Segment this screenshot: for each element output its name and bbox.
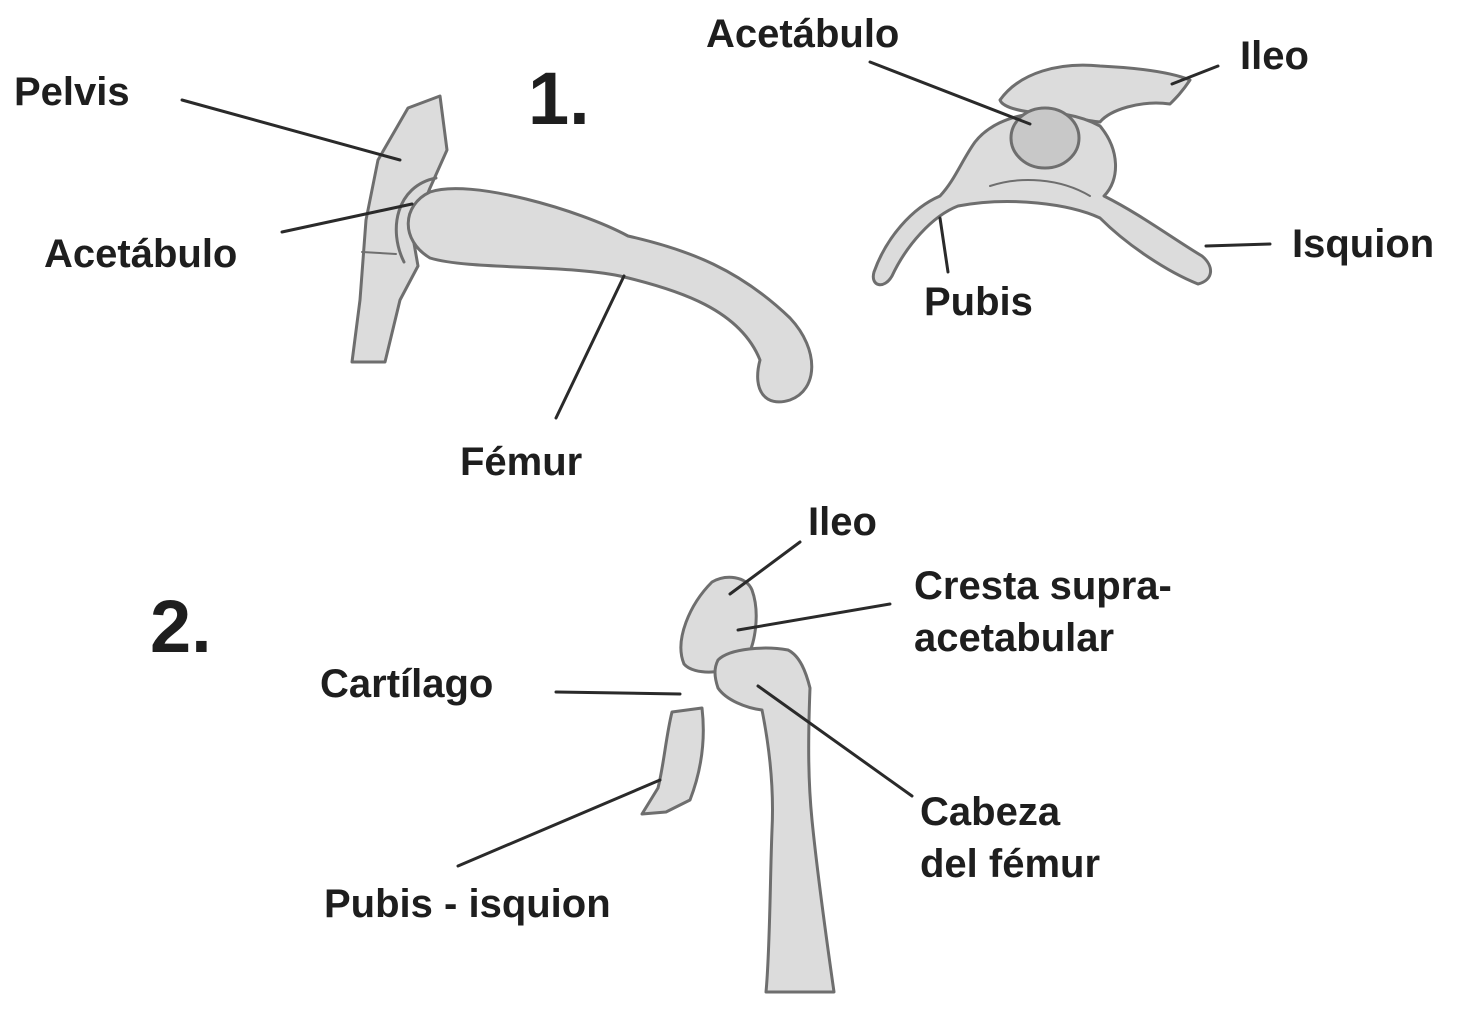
femur-label: Fémur [460,442,582,482]
supra-acetabular-leader-line [738,604,890,630]
pubis-ischium-juvenile-shape [642,708,703,814]
pubis-leader-line [940,218,948,272]
ischium-leader-line [1206,244,1270,246]
ilium-label-1: Ileo [1240,36,1309,76]
femur-juvenile-shape [715,648,834,992]
cartilage-leader-line [556,692,680,694]
pubis-ischium-leader-line [458,780,660,866]
figure-2-number: 2. [150,590,212,664]
femoral-head-label: Cabeza del fémur [920,786,1100,890]
ilium-leader-line-2 [730,542,800,594]
ilium-label-2: Ileo [808,502,877,542]
pubis-label: Pubis [924,282,1033,322]
supra-acetabular-crest-label: Cresta supra- acetabular [914,560,1172,664]
pelvis-label: Pelvis [14,72,130,112]
acetabulum-label-pelvis: Acetábulo [706,14,899,54]
figure-1-number: 1. [528,62,590,136]
acetabulum-socket-shape [1011,108,1079,168]
ischium-label: Isquion [1292,224,1434,264]
femur-lateral-shape [408,189,812,402]
pubis-ischium-label: Pubis - isquion [324,884,611,924]
acetabulum-label-lateral: Acetábulo [44,234,237,274]
femur-leader-line [556,276,624,418]
cartilage-label: Cartílago [320,664,493,704]
pelvis-leader-line [182,100,400,160]
